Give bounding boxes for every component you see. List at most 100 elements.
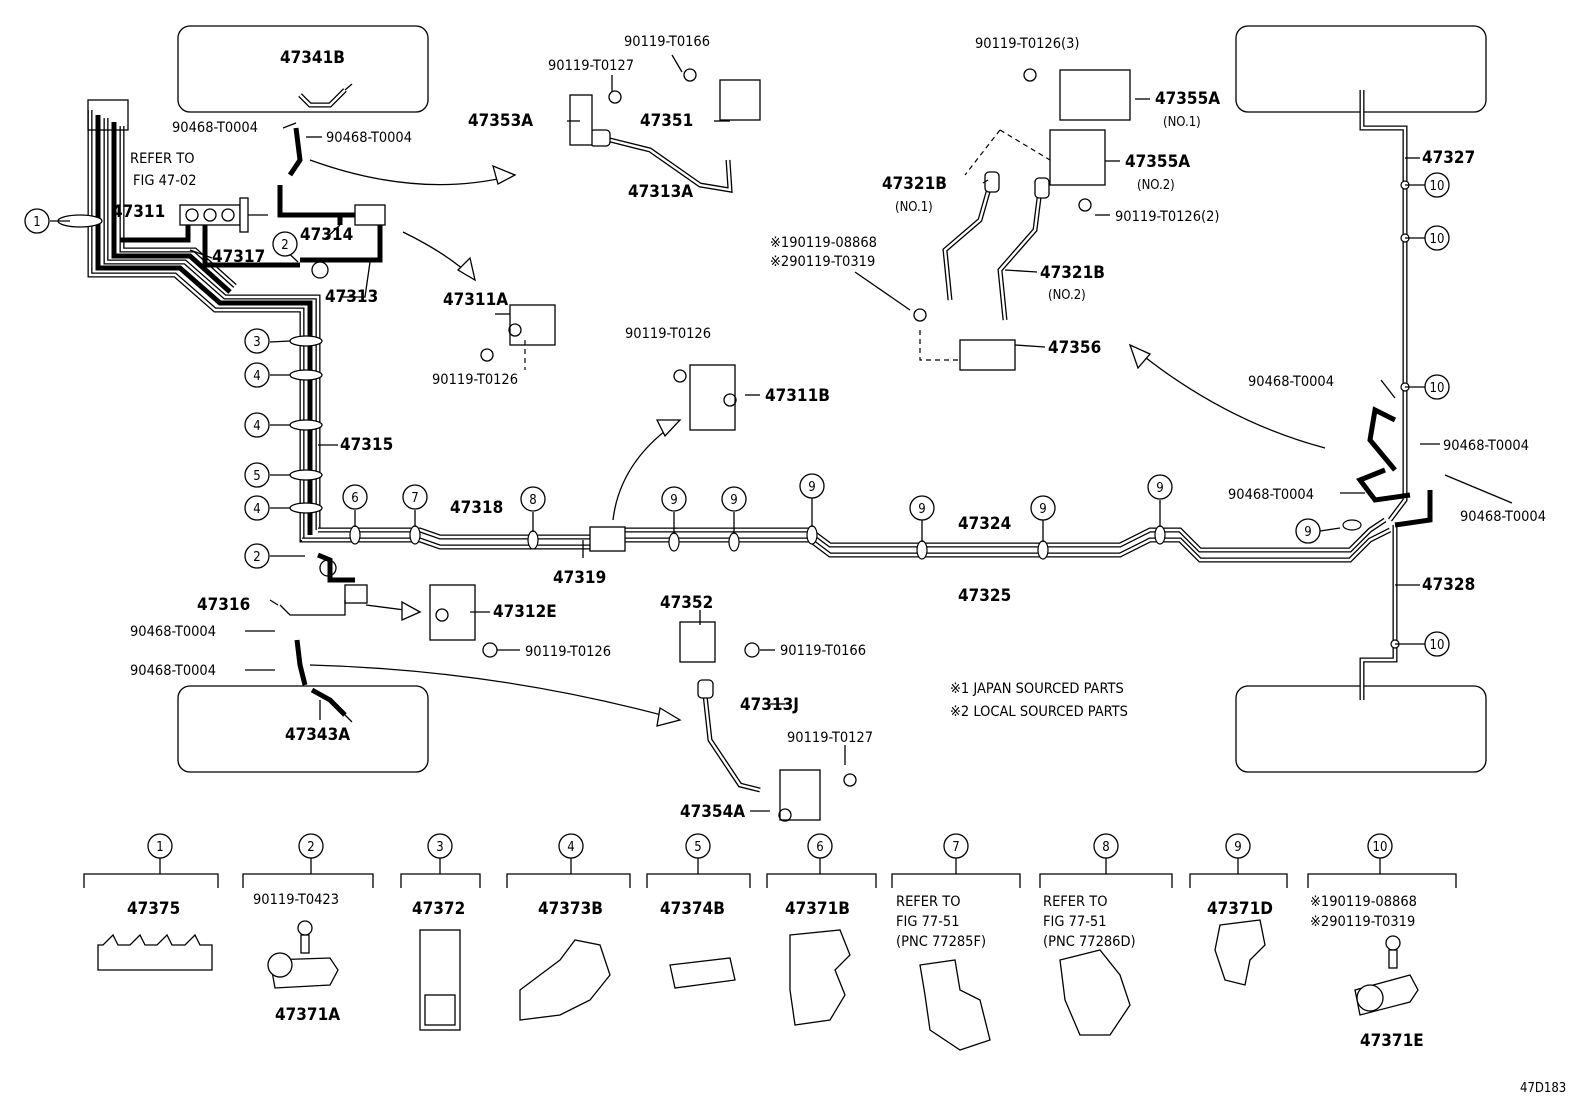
label-alt-1: ※190119-08868 (770, 235, 877, 251)
legend-part-1: 47375 (127, 899, 180, 919)
callout-7: 7 (411, 491, 418, 506)
label-90119-T0126-b: 90119-T0126 (432, 372, 518, 388)
callout-9e: 9 (1039, 502, 1046, 517)
legend-part-8: REFER TO (1043, 894, 1108, 910)
label-90119-T0126-a: 90119-T0126 (525, 644, 611, 660)
legend-part-2: 90119-T0423 (253, 892, 339, 908)
legend-part-9: 47371D (1207, 899, 1273, 919)
flow-arrows (309, 159, 1326, 721)
legend-num-5: 5 (694, 840, 701, 855)
legend-num-6: 6 (816, 840, 823, 855)
label-90468-g: 90468-T0004 (1228, 487, 1314, 503)
label-47318: 47318 (450, 498, 503, 518)
label-no2-a: (NO.2) (1137, 178, 1175, 193)
label-fig-47-02: FIG 47-02 (133, 173, 197, 189)
label-47325: 47325 (958, 586, 1011, 606)
callout-2: 2 (281, 238, 288, 253)
note-local: ※2 LOCAL SOURCED PARTS (950, 704, 1128, 720)
callout-9a: 9 (670, 493, 677, 508)
label-47356: 47356 (1048, 338, 1101, 358)
legend-part-5: 47374B (660, 899, 725, 919)
callout-6: 6 (351, 491, 358, 506)
legend-num-8: 8 (1102, 840, 1109, 855)
label-47354A: 47354A (680, 802, 745, 822)
legend-labels: 47375 90119-T0423 47371A 47372 47373B 47… (127, 892, 1424, 1051)
callout-numbers: 1 2 3 4 4 5 4 2 6 7 8 9 9 9 9 9 9 9 10 1… (33, 179, 1444, 855)
label-90119-T0127-b: 90119-T0127 (787, 730, 873, 746)
ref-box-top-left (177, 25, 429, 113)
legend-num-1: 1 (156, 840, 163, 855)
label-47343A: 47343A (285, 725, 350, 745)
legend-part-8-l2: FIG 77-51 (1043, 914, 1107, 930)
legend-sub-2: 47371A (275, 1005, 340, 1025)
callout-10b: 10 (1430, 232, 1445, 247)
callout-9c: 9 (808, 480, 815, 495)
callout-4c: 4 (253, 502, 260, 517)
label-47321B-1: 47321B (882, 174, 947, 194)
hoses-47321B (913, 68, 1131, 371)
diagram-id: 47D183 (1520, 1081, 1566, 1096)
rear-lines-right (1356, 90, 1433, 700)
label-90468-f: 90468-T0004 (1443, 438, 1529, 454)
label-47324: 47324 (958, 514, 1011, 534)
hose-47313A (569, 68, 761, 193)
legend-num-7: 7 (952, 840, 959, 855)
part-labels: 47341B 90468-T0004 90468-T0004 REFER TO … (112, 34, 1546, 822)
main-brake-lines (302, 517, 1392, 563)
label-90119-T0166-b: 90119-T0166 (780, 643, 866, 659)
flow-arrowheads (401, 164, 1152, 727)
label-47355A-1: 47355A (1155, 89, 1220, 109)
legend (83, 858, 1457, 1051)
callout-9f: 9 (1156, 481, 1163, 496)
legend-part-10: ※190119-08868 (1310, 894, 1417, 910)
callout-4a: 4 (253, 369, 260, 384)
label-47351: 47351 (640, 111, 693, 131)
callout-10d: 10 (1430, 638, 1445, 653)
label-90468-e: 90468-T0004 (1248, 374, 1334, 390)
label-47353A: 47353A (468, 111, 533, 131)
label-90468-h: 90468-T0004 (1460, 509, 1546, 525)
label-47355A-2: 47355A (1125, 152, 1190, 172)
label-47317: 47317 (212, 247, 265, 267)
label-47341B: 47341B (280, 48, 345, 68)
legend-part-6: 47371B (785, 899, 850, 919)
callout-3: 3 (253, 335, 260, 350)
hose-47341B (287, 83, 353, 177)
callout-8: 8 (529, 493, 536, 508)
label-47311B: 47311B (765, 386, 830, 406)
legend-part-3: 47372 (412, 899, 465, 919)
callout-10c: 10 (1430, 381, 1445, 396)
label-47327: 47327 (1422, 148, 1475, 168)
label-90119-T0126-2: 90119-T0126(2) (1115, 209, 1220, 225)
legend-part-4: 47373B (538, 899, 603, 919)
label-90468-a: 90468-T0004 (172, 120, 258, 136)
label-alt-2: ※290119-T0319 (770, 254, 875, 270)
legend-part-8-l3: (PNC 77286D) (1043, 934, 1136, 950)
label-47316: 47316 (197, 595, 250, 615)
legend-part-7-l3: (PNC 77285F) (896, 934, 986, 950)
label-refer-to: REFER TO (130, 151, 195, 167)
label-47314: 47314 (300, 225, 353, 245)
label-no1-b: (NO.1) (895, 200, 933, 215)
legend-part-10-l2: ※290119-T0319 (1310, 914, 1415, 930)
callout-4b: 4 (253, 419, 260, 434)
hose-47313J (679, 621, 857, 822)
label-90119-T0126-3: 90119-T0126(3) (975, 36, 1080, 52)
label-90119-T0126-c: 90119-T0126 (625, 326, 711, 342)
legend-part-7-l2: FIG 77-51 (896, 914, 960, 930)
legend-num-4: 4 (567, 840, 574, 855)
label-47315: 47315 (340, 435, 393, 455)
callout-10a: 10 (1430, 179, 1445, 194)
label-no2-b: (NO.2) (1048, 288, 1086, 303)
legend-num-3: 3 (436, 840, 443, 855)
callouts (24, 172, 1450, 859)
bracket-47312E (429, 584, 498, 658)
label-47352: 47352 (660, 593, 713, 613)
master-cylinder-connector (120, 185, 386, 279)
bracket-47311B (673, 364, 737, 431)
label-47311A: 47311A (443, 290, 508, 310)
label-90119-T0166-a: 90119-T0166 (624, 34, 710, 50)
legend-part-7: REFER TO (896, 894, 961, 910)
legend-num-9: 9 (1234, 840, 1241, 855)
